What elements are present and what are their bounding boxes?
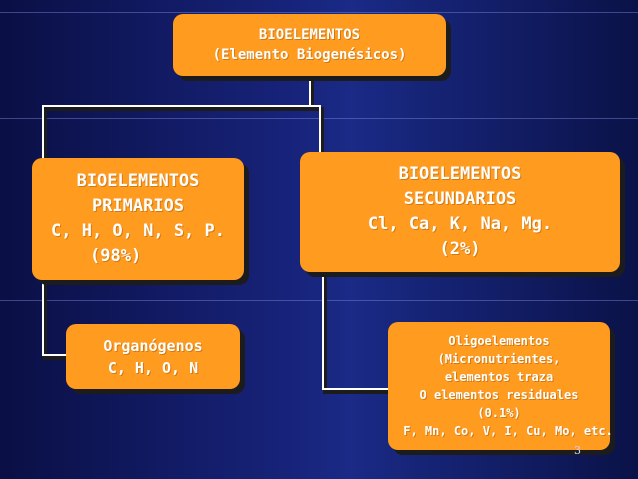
connector-top-primary xyxy=(42,76,311,158)
node-oligoelementos: Oligoelementos (Micronutrientes, element… xyxy=(388,322,613,450)
connector-shadow-primary-organ xyxy=(43,283,69,360)
node-organogenos-line-2: C, H, O, N xyxy=(107,358,199,377)
node-secundarios-line-2: SECUNDARIOS xyxy=(403,189,517,209)
node-oligoelementos-line-1: Oligoelementos xyxy=(448,334,550,348)
node-primarios-line-4: (98%) xyxy=(90,246,142,266)
node-bioelementos: BIOELEMENTOS (Elemento Biogenésicos) xyxy=(173,14,446,76)
node-oligoelementos-line-4: O elementos residuales xyxy=(419,388,579,402)
node-bioelementos-line-1: BIOELEMENTOS xyxy=(258,27,361,43)
slide-number: 3 xyxy=(574,444,581,457)
connector-shadow-top-secondary xyxy=(312,107,324,157)
connector-top-secondary xyxy=(310,105,321,152)
node-organogenos: Organógenos C, H, O, N xyxy=(66,324,240,389)
node-secundarios-line-3: Cl, Ca, K, Na, Mg. xyxy=(367,214,553,234)
connector-shadow-top-primary xyxy=(43,79,314,161)
node-secundarios: BIOELEMENTOS SECUNDARIOS Cl, Ca, K, Na, … xyxy=(300,152,620,272)
connector-primary-organ xyxy=(42,280,66,356)
node-primarios-line-3: C, H, O, N, S, P. xyxy=(51,221,225,241)
node-oligoelementos-line-6: F, Mn, Co, V, I, Cu, Mo, etc. xyxy=(403,424,613,438)
node-secundarios-line-4: (2%) xyxy=(439,239,481,259)
node-organogenos-line-1: Organógenos xyxy=(103,336,203,355)
node-secundarios-line-1: BIOELEMENTOS xyxy=(398,164,522,184)
node-primarios-line-2: PRIMARIOS xyxy=(91,196,185,216)
node-bioelementos-line-2: (Elemento Biogenésicos) xyxy=(212,47,407,63)
node-primarios-line-1: BIOELEMENTOS xyxy=(76,171,200,191)
connector-secondary-oligo xyxy=(322,272,388,390)
node-oligoelementos-line-5: (0.1%) xyxy=(477,406,521,420)
node-oligoelementos-line-2: (Micronutrientes, xyxy=(437,352,561,366)
connector-shadow-secondary-oligo xyxy=(323,275,391,394)
node-primarios: BIOELEMENTOS PRIMARIOS C, H, O, N, S, P.… xyxy=(32,158,244,280)
node-oligoelementos-line-3: elementos traza xyxy=(444,370,554,384)
decorative-line-top xyxy=(0,12,638,13)
decorative-line-middle xyxy=(0,300,638,301)
